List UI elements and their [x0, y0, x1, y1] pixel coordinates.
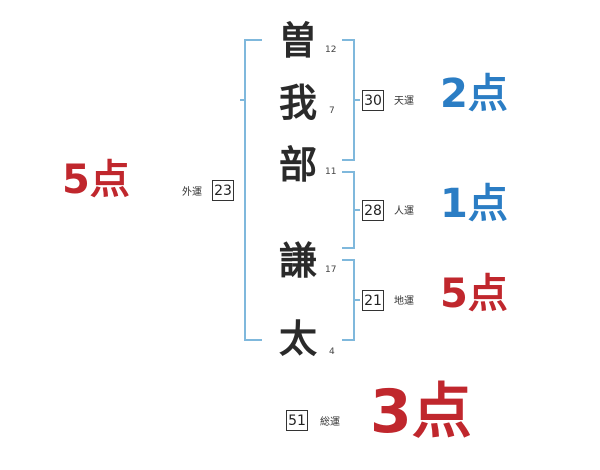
tenkaku-bracket	[342, 39, 360, 161]
jinkaku-value: 28	[362, 200, 384, 221]
tenkaku-label: 天運	[394, 96, 414, 107]
jinkaku-bracket	[342, 171, 360, 249]
name-char-1: 曽	[278, 19, 317, 63]
name-char-5: 太	[278, 317, 317, 361]
gaikaku-label: 外運	[182, 187, 202, 198]
chikaku-label: 地運	[394, 296, 414, 307]
tenkaku-value: 30	[362, 90, 384, 111]
gaikaku-bracket	[240, 39, 262, 341]
name-char-4: 謙	[278, 239, 317, 283]
soukaku-label: 総運	[320, 417, 340, 428]
gaikaku-score: 5点	[62, 157, 130, 203]
jinkaku-label: 人運	[394, 206, 414, 217]
name-char-3: 部	[278, 143, 317, 187]
stroke-count-4: 17	[325, 265, 337, 275]
gaikaku-value: 23	[212, 180, 234, 201]
chikaku-value: 21	[362, 290, 384, 311]
name-char-2: 我	[278, 81, 317, 125]
chikaku-bracket	[342, 259, 360, 341]
stroke-count-5: 4	[329, 347, 335, 357]
soukaku-score: 3点	[370, 377, 472, 447]
chikaku-score: 5点	[440, 271, 508, 317]
stroke-count-1: 12	[325, 45, 337, 55]
jinkaku-score: 1点	[440, 181, 508, 227]
stroke-count-3: 11	[325, 167, 337, 177]
stroke-count-2: 7	[329, 106, 335, 116]
soukaku-value: 51	[286, 410, 308, 431]
tenkaku-score: 2点	[440, 71, 508, 117]
